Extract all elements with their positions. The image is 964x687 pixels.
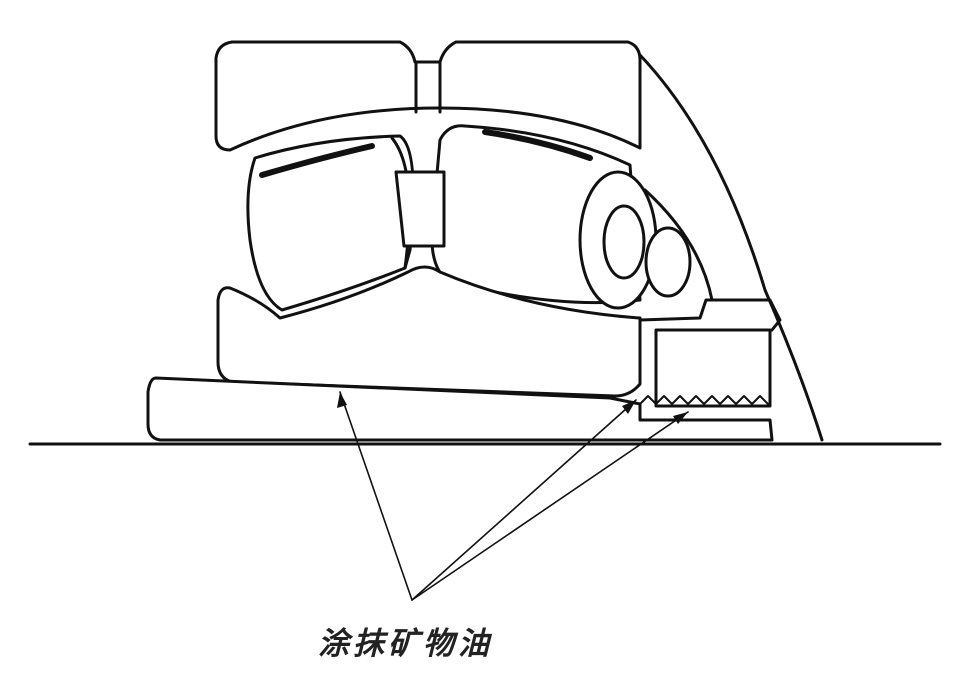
lock-nut <box>654 328 772 408</box>
arrow-heads <box>337 392 688 424</box>
outer-ring <box>214 40 642 152</box>
caption-label: 涂抹矿物油 <box>318 626 493 662</box>
lock-washer <box>638 298 782 332</box>
housing-inner-arc <box>643 188 714 302</box>
seal-roller <box>644 226 692 298</box>
adapter-sleeve <box>146 376 774 442</box>
leader-lines <box>339 391 689 601</box>
arrow-head-ring-face <box>622 400 636 414</box>
roller-left <box>246 134 415 312</box>
nut-thread <box>639 395 769 405</box>
housing-outer-arc <box>638 53 824 442</box>
cage-center <box>394 170 446 248</box>
roller-right-highlight <box>482 129 593 161</box>
inner-ring <box>216 265 642 398</box>
lubrication-hole <box>414 60 442 114</box>
roller-left-highlight <box>259 143 375 178</box>
arrow-head-sleeve <box>337 392 347 408</box>
arrow-head-thread <box>673 412 688 424</box>
roller-right-end-recess <box>602 204 646 280</box>
